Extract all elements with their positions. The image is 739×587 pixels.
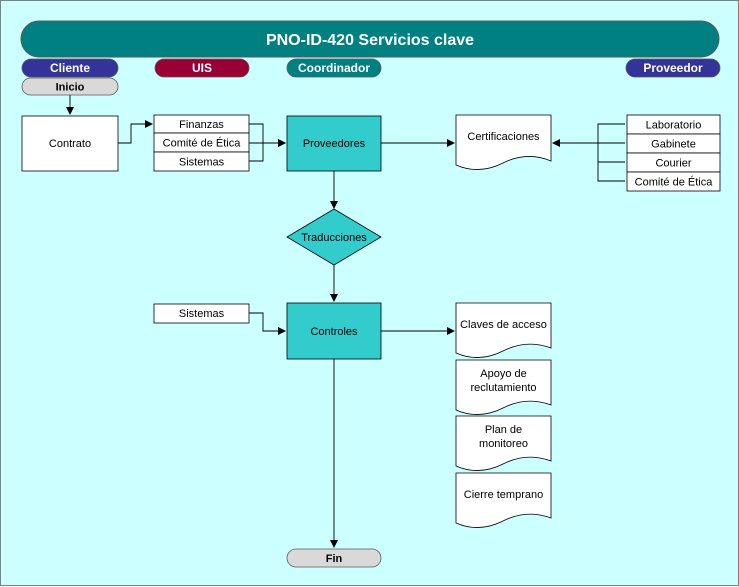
lane-label-uis: UIS xyxy=(192,61,212,75)
edges xyxy=(66,95,625,548)
controles-label: Controles xyxy=(310,326,358,338)
sistemas-top-label: Sistemas xyxy=(179,157,225,169)
comite-etica-left-label: Comité de Ética xyxy=(163,137,242,150)
edge-proveedor-bracket xyxy=(597,123,625,182)
traducciones-label: Traducciones xyxy=(301,232,367,244)
lane-header-cliente: Cliente xyxy=(21,58,119,78)
edge-contrato-finanzas xyxy=(118,120,153,144)
end-label: Fin xyxy=(326,553,343,565)
lane-header-proveedor: Proveedor xyxy=(625,58,721,78)
finanzas-label: Finanzas xyxy=(179,119,224,131)
courier-label: Courier xyxy=(655,158,691,170)
start-label: Inicio xyxy=(56,82,85,94)
plan-label-line2: monitoreo xyxy=(479,438,528,450)
edge-sistemas-proveedores xyxy=(249,143,264,162)
node-apoyo-reclutamiento: Apoyo de reclutamiento xyxy=(455,359,552,415)
plan-label-line1: Plan de xyxy=(485,424,522,436)
end-terminal: Fin xyxy=(286,548,382,568)
node-cierre-temprano: Cierre temprano xyxy=(455,472,552,528)
node-traducciones: Traducciones xyxy=(286,208,382,266)
title-bar: PNO-ID-420 Servicios clave xyxy=(20,20,720,58)
diagram-title: PNO-ID-420 Servicios clave xyxy=(266,32,474,49)
sistemas-bottom-label: Sistemas xyxy=(179,308,225,320)
lane-header-coordinador: Coordinador xyxy=(286,58,382,78)
node-courier: Courier xyxy=(626,152,721,173)
lane-label-cliente: Cliente xyxy=(50,61,90,75)
cierre-label: Cierre temprano xyxy=(464,489,543,501)
node-contrato: Contrato xyxy=(21,115,119,172)
node-sistemas-bottom: Sistemas xyxy=(153,303,250,324)
node-comite-etica-right: Comité de Ética xyxy=(626,171,721,192)
gabinete-label: Gabinete xyxy=(651,139,696,151)
laboratorio-label: Laboratorio xyxy=(646,120,702,132)
node-gabinete: Gabinete xyxy=(626,133,721,154)
lane-header-uis: UIS xyxy=(154,58,250,78)
node-laboratorio: Laboratorio xyxy=(626,114,721,135)
lane-label-proveedor: Proveedor xyxy=(643,61,703,75)
start-terminal: Inicio xyxy=(21,77,119,96)
contrato-label: Contrato xyxy=(49,138,91,150)
node-plan-monitoreo: Plan de monitoreo xyxy=(455,415,552,471)
node-comite-etica-left: Comité de Ética xyxy=(153,132,250,153)
edge-sistemas-controles xyxy=(249,312,286,335)
node-claves-acceso: Claves de acceso xyxy=(455,302,552,358)
node-proveedores: Proveedores xyxy=(286,115,382,172)
node-certificaciones: Certificaciones xyxy=(455,114,552,170)
certificaciones-label: Certificaciones xyxy=(467,131,540,143)
node-finanzas: Finanzas xyxy=(153,114,250,134)
proveedores-label: Proveedores xyxy=(303,138,366,150)
apoyo-label-line2: reclutamiento xyxy=(470,382,536,394)
apoyo-label-line1: Apoyo de xyxy=(480,368,526,380)
edge-finanzas-proveedores xyxy=(249,123,286,147)
comite-etica-right-label: Comité de Ética xyxy=(635,176,714,189)
node-controles: Controles xyxy=(286,302,382,360)
node-sistemas-top: Sistemas xyxy=(153,151,250,172)
lane-label-coordinador: Coordinador xyxy=(298,61,370,75)
claves-acceso-label: Claves de acceso xyxy=(460,319,547,331)
